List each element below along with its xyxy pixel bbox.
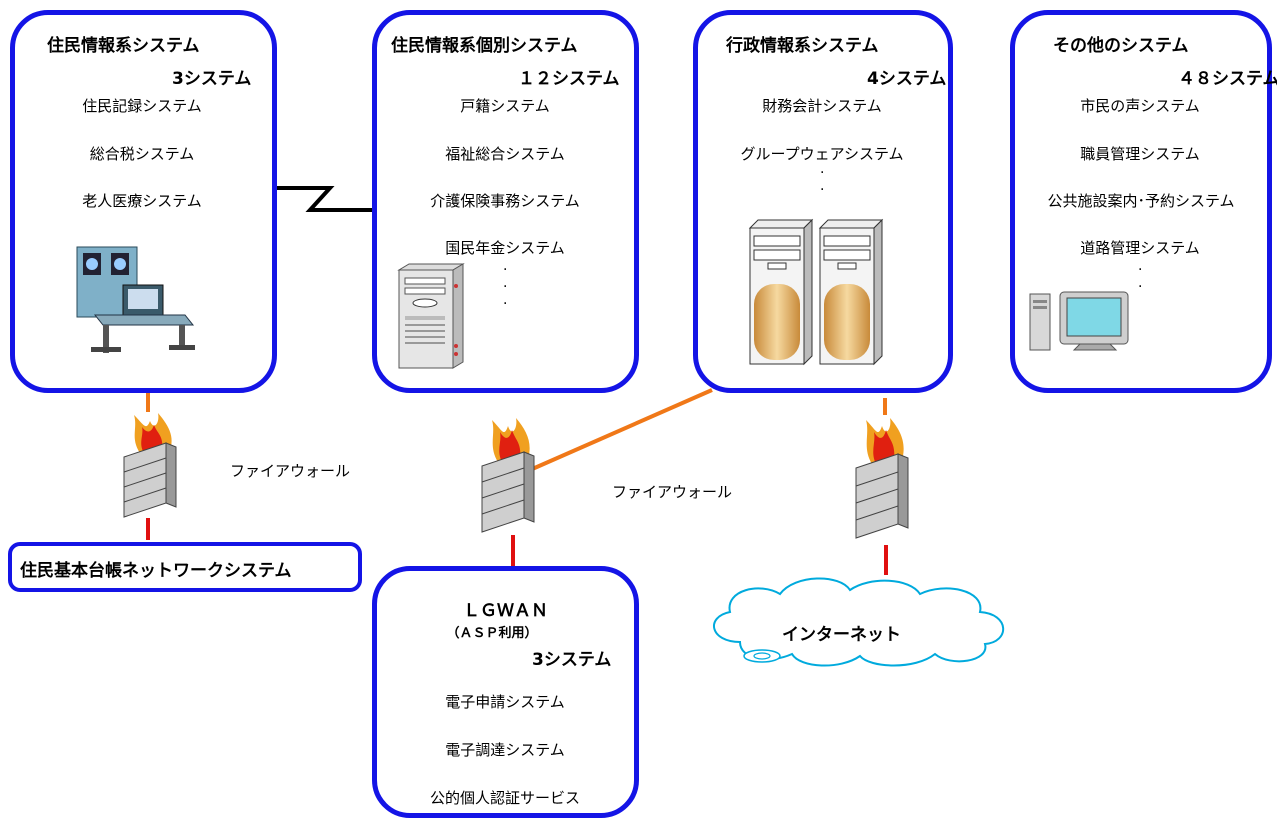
lgwan-item-3: 公的個人認証サービス <box>429 789 580 807</box>
cloud-icon <box>713 577 1005 667</box>
gyousei-title: 行政情報系システム <box>726 36 879 56</box>
sonota-more-dots: · · <box>1138 262 1143 295</box>
sonota-system-box <box>1010 10 1272 393</box>
lgwan-subtitle: （ＡＳＰ利用） <box>446 626 538 641</box>
lgwan-box <box>372 566 639 818</box>
gyousei-more-dots: · · <box>820 165 825 198</box>
gyousei-item-2: グループウェアシステム <box>740 145 904 163</box>
kobetsu-more-dots: · · · <box>503 262 508 312</box>
kobetsu-item-2: 福祉総合システム <box>445 145 565 163</box>
wan-link-line <box>270 186 375 212</box>
sonota-item-2: 職員管理システム <box>1080 145 1200 163</box>
juumin-title: 住民情報系システム <box>47 36 200 56</box>
juumin-system-box <box>10 10 277 393</box>
lgwan-title: ＬＧＷＡＮ <box>463 601 548 621</box>
juumin-count: 3システム <box>172 69 252 89</box>
juumin-item-1: 住民記録システム <box>82 97 202 115</box>
juumin-item-2: 総合税システム <box>89 145 195 163</box>
lgwan-count: 3システム <box>532 650 612 670</box>
server-tower-icon <box>397 263 465 369</box>
kobetsu-item-4: 国民年金システム <box>445 239 565 257</box>
sonota-item-4: 道路管理システム <box>1080 239 1200 257</box>
juumin-item-3: 老人医療システム <box>82 192 202 210</box>
lgwan-item-2: 電子調達システム <box>445 741 565 759</box>
kobetsu-item-3: 介護保険事務システム <box>430 192 580 210</box>
kobetsu-item-1: 戸籍システム <box>460 97 550 115</box>
lgwan-orange-link <box>529 388 713 472</box>
juki-net-label: 住民基本台帳ネットワークシステム <box>20 561 292 581</box>
juki-net-box <box>8 542 362 592</box>
mainframe-icon <box>76 246 195 353</box>
kobetsu-title: 住民情報系個別システム <box>391 36 578 56</box>
sonota-title: その他のシステム <box>1053 36 1189 56</box>
internet-label: インターネット <box>782 625 901 645</box>
gyousei-item-1: 財務会計システム <box>762 97 882 115</box>
sonota-count: ４８システム <box>1178 69 1277 89</box>
kobetsu-count: １２システム <box>518 69 620 89</box>
firewall-icon <box>481 418 535 533</box>
gyousei-count: 4システム <box>867 69 947 89</box>
firewall-label-center: ファイアウォール <box>612 483 733 501</box>
sonota-item-3: 公共施設案内･予約システム <box>1047 192 1235 210</box>
server-pair-icon <box>748 218 884 366</box>
desktop-pc-icon <box>1029 291 1129 351</box>
sonota-item-1: 市民の声システム <box>1080 97 1200 115</box>
firewall-icon <box>855 418 909 539</box>
lgwan-item-1: 電子申請システム <box>445 693 565 711</box>
firewall-label-left: ファイアウォール <box>230 462 351 480</box>
firewall-icon <box>123 413 177 518</box>
